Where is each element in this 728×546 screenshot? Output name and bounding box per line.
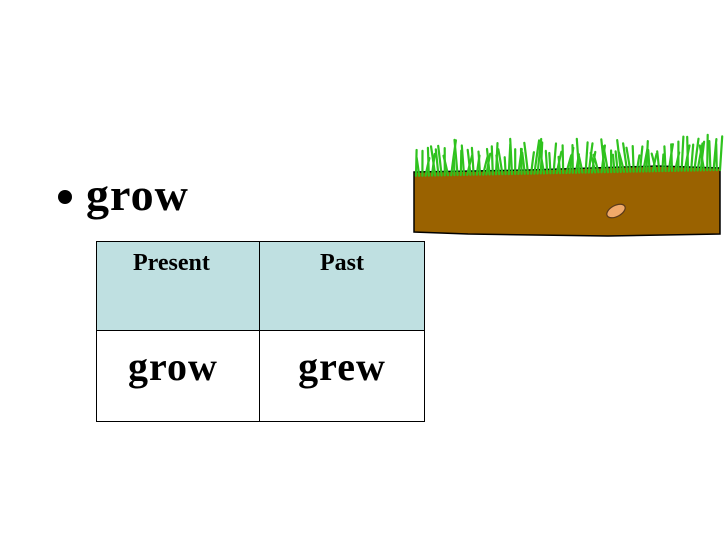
grass-blade	[708, 140, 712, 172]
grass-blade	[523, 141, 530, 175]
grass-blade	[602, 145, 610, 174]
grass-blade	[617, 151, 626, 173]
grass-blade	[495, 154, 501, 176]
grass-blade	[538, 145, 546, 175]
header-past-label: Past	[320, 250, 364, 276]
verb-tense-table: Present Past grow grew	[96, 241, 425, 422]
grass-blade	[638, 145, 644, 173]
grass-blade	[519, 147, 523, 175]
grass-blade	[530, 151, 535, 175]
grass-blade	[552, 142, 558, 175]
grass-blade	[490, 145, 494, 176]
grass-blade	[631, 145, 635, 173]
grass-blade	[459, 149, 463, 177]
grass-blade	[718, 135, 724, 172]
grass-blade	[485, 147, 491, 176]
grass-blade	[544, 149, 549, 175]
past-form: grew	[298, 344, 386, 389]
grass-blade	[470, 146, 475, 176]
grass-blade	[442, 154, 450, 177]
soil-layer	[413, 165, 721, 237]
grass-blade	[426, 146, 430, 177]
grass-blade	[509, 137, 514, 176]
grass-blade	[656, 150, 661, 173]
grass-blade	[686, 135, 690, 172]
grass-blade	[670, 143, 674, 172]
grass-blade	[625, 146, 632, 173]
grass-blade	[557, 155, 562, 175]
grass-blade	[561, 144, 565, 175]
table-row: grow grew	[96, 330, 425, 422]
grass-blade	[434, 148, 440, 177]
grass-blade	[575, 137, 581, 174]
bullet-word: grow	[86, 169, 189, 220]
cell-past: grew	[259, 330, 425, 422]
grass-blade	[452, 155, 456, 177]
grass-blade	[645, 140, 649, 173]
grass-blade	[693, 137, 700, 172]
grass-blade	[696, 142, 704, 172]
header-cell-past: Past	[259, 241, 425, 331]
grass-blade	[497, 148, 504, 176]
grass-blade	[611, 153, 616, 174]
grass-blade	[647, 148, 651, 173]
bullet-item: grow	[58, 168, 189, 221]
grass-blade	[533, 139, 541, 175]
grass-blade	[690, 143, 695, 172]
present-form: grow	[128, 344, 218, 389]
grass-blade	[521, 151, 526, 175]
grass-blade	[429, 145, 437, 177]
grass-blade	[437, 144, 443, 177]
cell-present: grow	[96, 330, 260, 422]
grass-blade	[706, 133, 709, 172]
grass-blade	[661, 153, 665, 173]
grass-blade	[477, 150, 482, 176]
grass-blade	[712, 138, 718, 172]
header-cell-present: Present	[96, 241, 260, 331]
grass-blade	[589, 151, 597, 174]
grass-blade	[663, 145, 667, 173]
table-header-row: Present Past	[96, 241, 425, 331]
grass-blade	[415, 156, 421, 177]
grass-blade	[466, 148, 472, 176]
grass-blade	[577, 155, 584, 174]
grass-blade	[715, 142, 718, 172]
grass-layer	[414, 133, 724, 177]
grass-blade	[453, 138, 459, 177]
grass-blade	[592, 153, 600, 174]
grass-blade	[622, 142, 629, 173]
grass-blade	[503, 156, 507, 176]
soil-with-grass-and-seed-icon	[413, 133, 724, 237]
seed	[606, 203, 626, 219]
grass-blade	[536, 137, 543, 175]
grass-blade	[600, 138, 606, 174]
header-present-label: Present	[133, 250, 210, 276]
grass-blade	[460, 144, 466, 176]
grass-blade	[614, 150, 619, 174]
bullet-dot-icon	[58, 189, 72, 204]
grass-blade	[698, 144, 706, 172]
grass-blade	[680, 135, 685, 172]
grass-blade	[548, 151, 552, 175]
grass-blade	[650, 152, 658, 173]
grass-blade	[635, 154, 641, 173]
grass-blade	[584, 141, 589, 174]
